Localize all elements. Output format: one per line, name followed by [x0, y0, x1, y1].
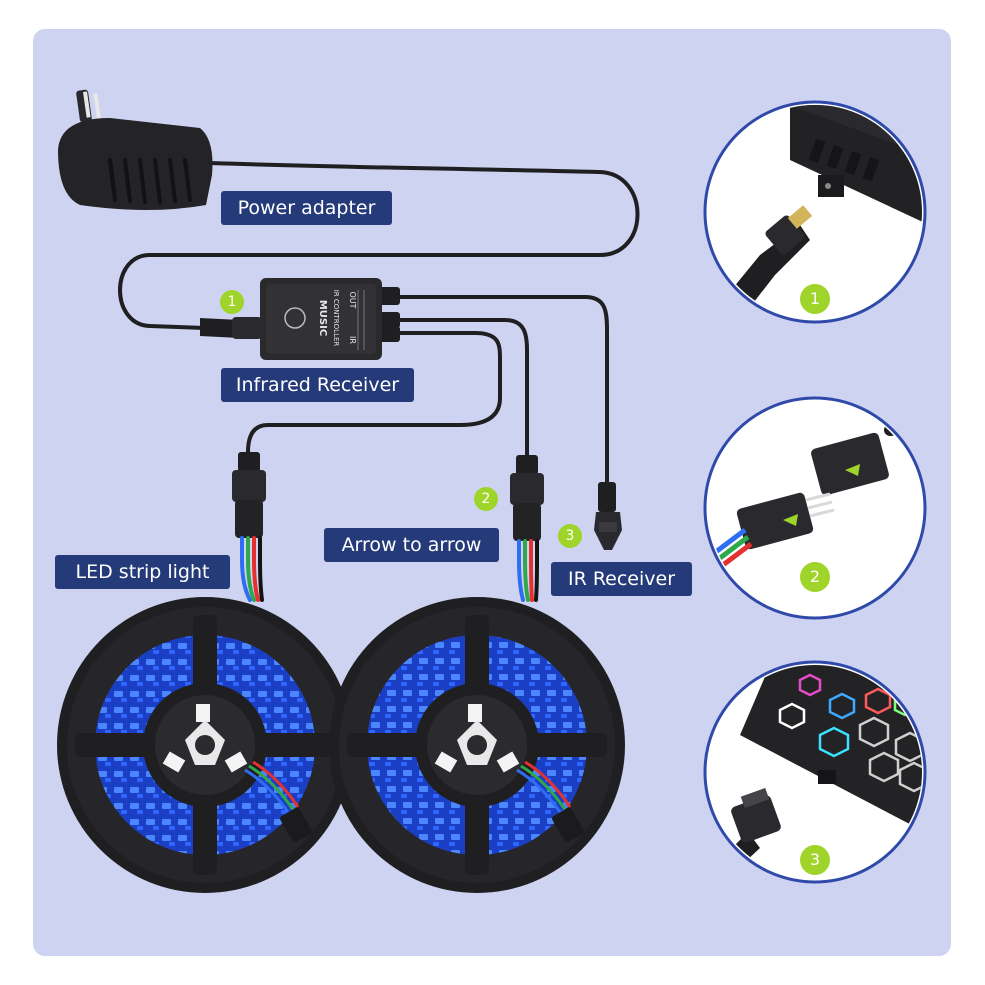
arrow-connector-right [510, 455, 544, 602]
badge-3-zoom: 3 [800, 845, 830, 875]
ir-receiver-head [594, 482, 622, 550]
ir-cable [396, 295, 609, 484]
controller-out: OUT [348, 291, 357, 308]
led-strip-light-label: LED strip light [55, 555, 230, 589]
arrow-connector-left [232, 452, 266, 602]
controller-ir: IR [348, 336, 357, 344]
ir-controller-box: MUSIC IR CONTROLLER OUT IR [200, 278, 400, 360]
led-reel-left [57, 597, 353, 893]
out-cable-left [246, 331, 502, 454]
power-adapter-icon [58, 89, 213, 210]
badge-3-ir: 3 [558, 524, 582, 548]
cables [118, 161, 640, 484]
ir-receiver-label: IR Receiver [551, 562, 692, 596]
arrow-to-arrow-label: Arrow to arrow [324, 528, 499, 562]
controller-music: MUSIC [317, 300, 328, 336]
badge-2-connector: 2 [474, 487, 498, 511]
badge-2-zoom: 2 [800, 562, 830, 592]
power-adapter-label: Power adapter [221, 191, 392, 225]
adapter-cable [118, 161, 640, 330]
led-reel-right [329, 597, 625, 893]
controller-ir-controller: IR CONTROLLER [332, 290, 340, 347]
infrared-receiver-label: Infrared Receiver [221, 368, 414, 402]
zoom-circle-3 [703, 660, 927, 884]
zoom-circle-1 [703, 100, 927, 324]
out-cable-right [396, 318, 529, 457]
badge-1-controller: 1 [220, 290, 244, 314]
badge-1-zoom: 1 [800, 284, 830, 314]
